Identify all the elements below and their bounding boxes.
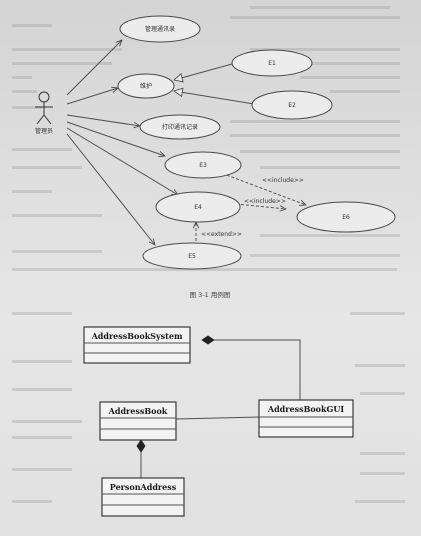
use-case-e5: E5	[142, 242, 242, 270]
use-case-print: 打印通讯记录	[139, 114, 221, 140]
class-relations	[136, 335, 301, 478]
svg-text:E4: E4	[194, 204, 202, 211]
svg-text:PersonAddress: PersonAddress	[110, 482, 177, 492]
class-addressbook: AddressBook	[99, 401, 177, 441]
use-case-e1: E1	[231, 49, 313, 77]
svg-text:E2: E2	[288, 102, 296, 109]
svg-text:E6: E6	[342, 214, 350, 221]
use-case-e4: E4	[155, 191, 241, 223]
svg-text:管理通讯录: 管理通讯录	[145, 25, 175, 33]
actor-stick-figure	[35, 91, 53, 125]
stereotype-include-2: <<include>>	[244, 198, 286, 205]
class-personaddress: PersonAddress	[101, 477, 185, 517]
svg-text:AddressBook: AddressBook	[108, 406, 168, 416]
use-case-maintain: 维护	[117, 73, 175, 99]
class-addressbookgui: AddressBookGUI	[258, 399, 354, 438]
use-case-e3: E3	[164, 151, 242, 179]
svg-text:打印通讯记录: 打印通讯记录	[162, 123, 198, 131]
stereotype-extend: <<extend>>	[201, 231, 242, 238]
svg-text:维护: 维护	[140, 82, 152, 90]
svg-text:AddressBookGUI: AddressBookGUI	[267, 404, 344, 414]
composition-diamond-book	[136, 439, 146, 453]
class-addressbooksystem: AddressBookSystem	[83, 326, 191, 364]
figure-caption: 图 3-1 用例图	[190, 290, 231, 299]
use-case-e6: E6	[296, 201, 396, 233]
actor-label: 管理员	[35, 127, 53, 135]
use-case-top: 管理通讯录	[119, 15, 201, 43]
actor-associations	[66, 40, 178, 245]
stereotype-include-1: <<include>>	[262, 177, 304, 184]
svg-text:E1: E1	[268, 60, 276, 67]
composition-diamond-system	[201, 335, 215, 345]
svg-text:AddressBookSystem: AddressBookSystem	[91, 331, 183, 341]
svg-text:E5: E5	[188, 253, 196, 260]
svg-text:E3: E3	[199, 162, 207, 169]
use-case-e2: E2	[251, 90, 333, 120]
generalization-arrows	[174, 63, 255, 105]
background-text-texture	[12, 6, 405, 503]
